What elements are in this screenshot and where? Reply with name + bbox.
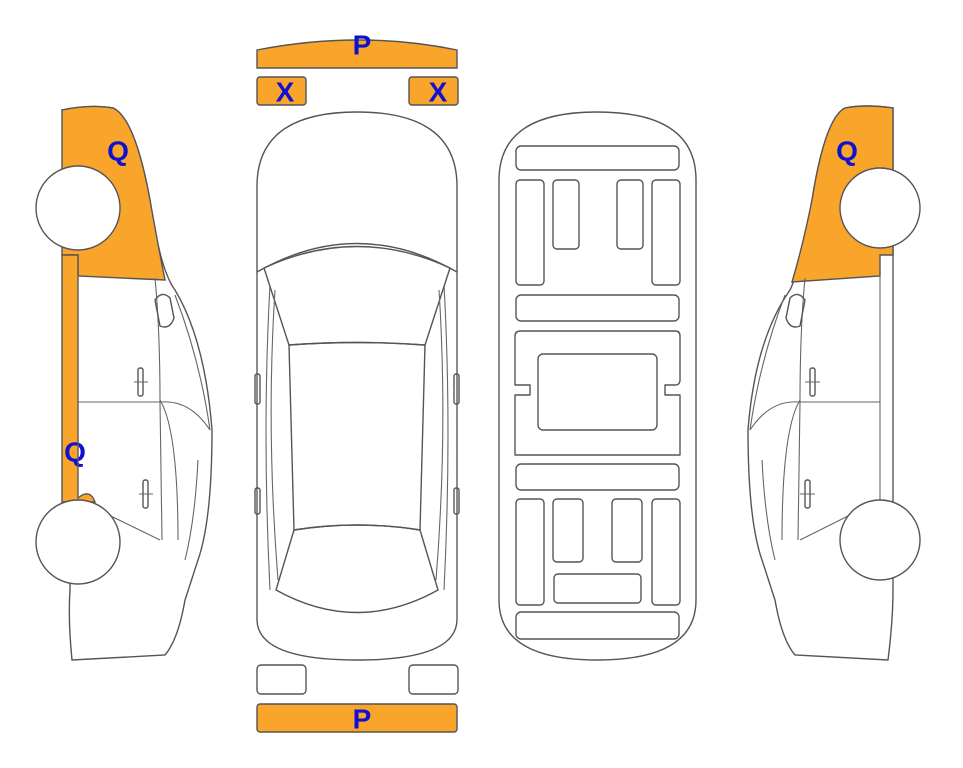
- left-front-fender-code: Q: [107, 136, 129, 167]
- right-taillight-panel[interactable]: [408, 664, 459, 695]
- left-headlight-code: X: [276, 77, 295, 108]
- car-top-view: [254, 111, 460, 661]
- left-rocker-panel-code: Q: [64, 437, 86, 468]
- car-left-side-view: Q Q: [35, 105, 213, 661]
- left-headlight-panel[interactable]: X: [256, 76, 307, 108]
- front-bumper-code: P: [353, 30, 372, 61]
- right-front-wheel: [839, 167, 921, 249]
- car-underbody-view: [498, 111, 697, 661]
- right-headlight-panel[interactable]: X: [408, 76, 459, 108]
- right-rear-wheel: [839, 499, 921, 581]
- left-taillight-panel[interactable]: [256, 664, 307, 695]
- left-rear-wheel: [35, 499, 121, 585]
- rear-bumper-code: P: [353, 704, 372, 735]
- left-front-wheel: [35, 165, 121, 251]
- right-front-fender-code: Q: [836, 136, 858, 167]
- right-headlight-code: X: [429, 77, 448, 108]
- rear-bumper-panel[interactable]: P: [256, 703, 458, 735]
- car-right-side-view: Q: [747, 105, 921, 661]
- front-bumper-panel[interactable]: P: [256, 30, 458, 69]
